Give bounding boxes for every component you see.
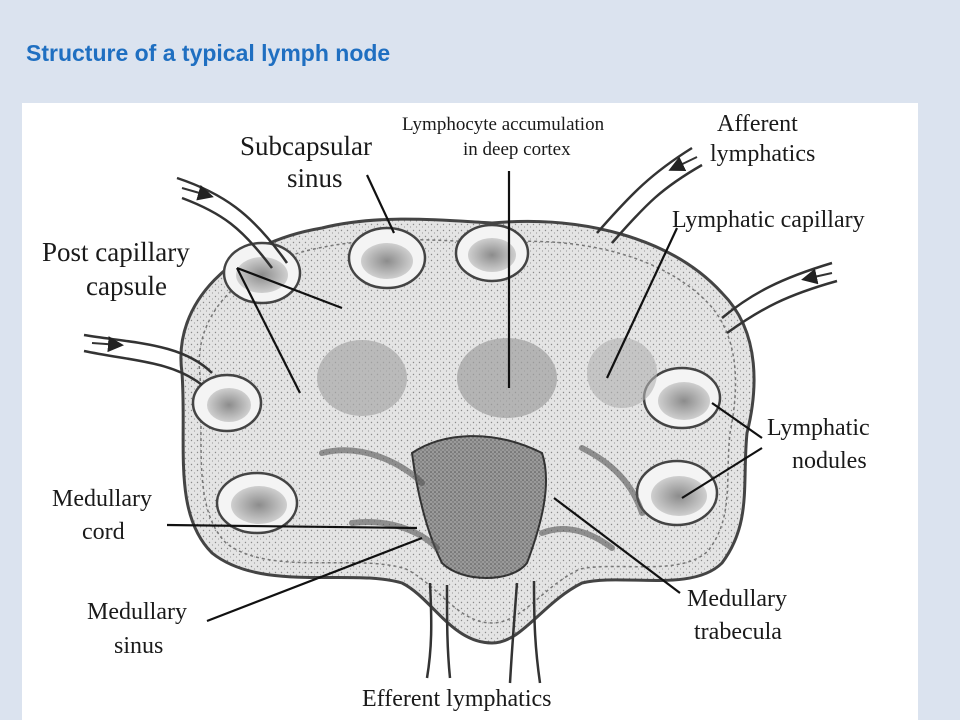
label-lymphatic-capillary: Lymphatic capillary: [672, 207, 865, 233]
diagram-labels: Subcapsular sinus Lymphocyte accumulatio…: [42, 111, 870, 712]
label-medullary-cord-1: Medullary: [52, 486, 152, 512]
lymph-node-diagram: Subcapsular sinus Lymphocyte accumulatio…: [42, 111, 870, 712]
label-afferent-2: lymphatics: [710, 141, 815, 167]
label-medullary-sinus-2: sinus: [114, 633, 163, 659]
label-medullary-trabecula-1: Medullary: [687, 586, 787, 612]
leader-lines: [166, 171, 763, 623]
diagram-panel: Subcapsular sinus Lymphocyte accumulatio…: [22, 103, 918, 720]
label-lymphocyte-accumulation-1: Lymphocyte accumulation: [402, 114, 605, 135]
label-post-capillary-2: capsule: [86, 271, 167, 301]
label-efferent-lymphatics: Efferent lymphatics: [362, 686, 552, 712]
label-lymphatic-nodules-1: Lymphatic: [767, 415, 870, 441]
label-afferent-1: Afferent: [717, 111, 798, 137]
label-lymphatic-nodules-2: nodules: [792, 448, 867, 474]
label-lymphocyte-accumulation-2: in deep cortex: [463, 139, 571, 160]
afferent-vessels-drawing: [83, 146, 838, 386]
slide-title: Structure of a typical lymph node: [26, 40, 391, 66]
label-medullary-sinus-1: Medullary: [87, 599, 187, 625]
efferent-vessels-drawing: [425, 580, 542, 684]
label-post-capillary-1: Post capillary: [42, 237, 190, 267]
label-medullary-cord-2: cord: [82, 519, 125, 545]
label-subcapsular-sinus-1: Subcapsular: [240, 131, 372, 161]
label-medullary-trabecula-2: trabecula: [694, 619, 782, 645]
label-subcapsular-sinus-2: sinus: [287, 163, 343, 193]
